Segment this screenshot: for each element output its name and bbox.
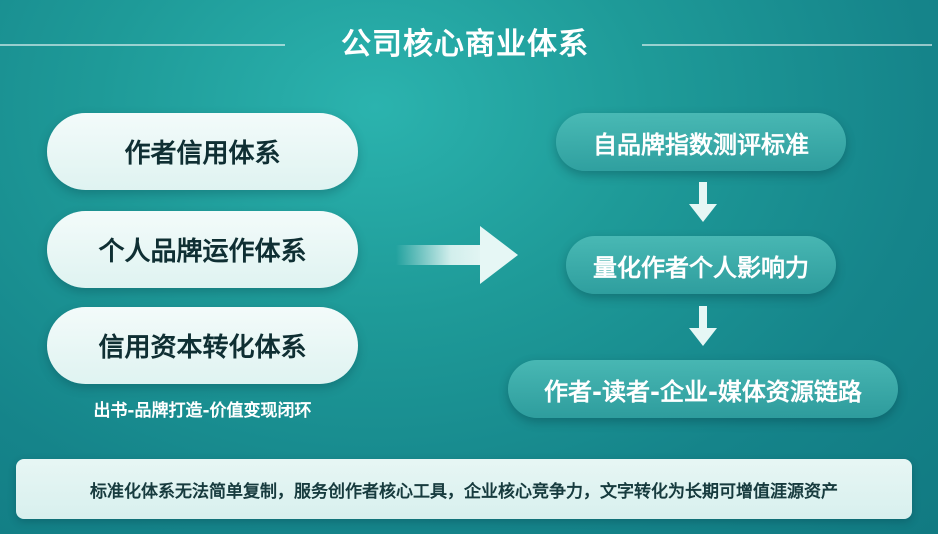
down-arrow-icon bbox=[689, 306, 717, 346]
footer-summary: 标准化体系无法简单复制，服务创作者核心工具，企业核心竞争力，文字转化为长期可增值… bbox=[16, 459, 912, 519]
title-line-right bbox=[642, 44, 932, 46]
right-arrow-icon bbox=[396, 226, 518, 284]
page-title: 公司核心商业体系 bbox=[341, 27, 589, 62]
title-line-left bbox=[0, 44, 285, 46]
step-quantify-influence: 量化作者个人影响力 bbox=[566, 236, 836, 294]
left-item-credit-capital: 信用资本转化体系 bbox=[47, 307, 358, 384]
left-item-author-credit: 作者信用体系 bbox=[47, 113, 358, 190]
left-item-personal-brand: 个人品牌运作体系 bbox=[47, 211, 358, 288]
step-resource-chain: 作者-读者-企业-媒体资源链路 bbox=[508, 360, 898, 418]
down-arrow-icon bbox=[689, 182, 717, 222]
left-note: 出书-品牌打造-价值变现闭环 bbox=[93, 401, 312, 421]
step-brand-index: 自品牌指数测评标准 bbox=[556, 113, 846, 171]
